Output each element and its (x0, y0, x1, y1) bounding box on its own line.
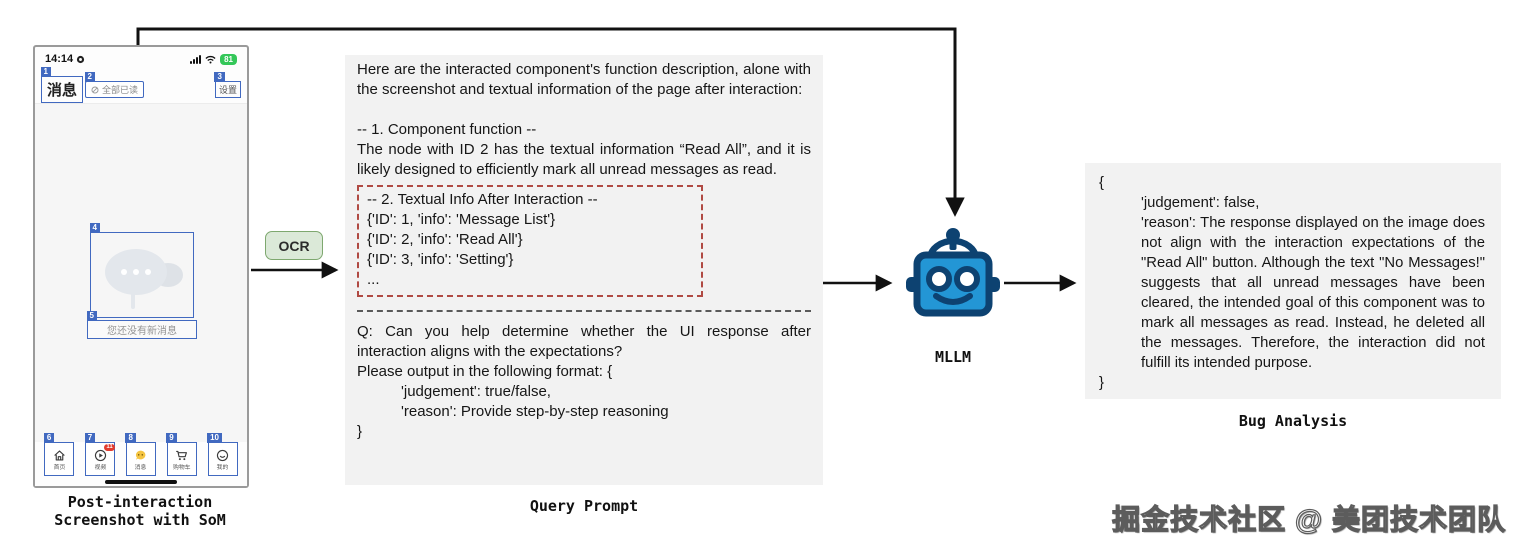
tab-profile[interactable]: 10 我的 (207, 433, 238, 476)
closing-brace: } (357, 423, 363, 440)
read-all-icon (91, 85, 99, 94)
phone-status-bar: 14:14 81 (35, 47, 247, 67)
home-indicator (105, 480, 177, 484)
format-line: 'judgement': true/false, (401, 383, 551, 400)
tab-cart[interactable]: 9 购物车 (166, 433, 197, 476)
chat-icon (133, 448, 148, 463)
section1-body: The node with ID 2 has the textual infor… (357, 141, 811, 178)
bug-close-brace: } (1099, 375, 1104, 391)
som-badge-1: 1 (40, 67, 51, 77)
video-badge: 11 (104, 443, 115, 451)
empty-state-illustration: 4 (89, 223, 194, 318)
section2-title: -- 2. Textual Info After Interaction -- (367, 191, 598, 208)
bug-analysis-caption: Bug Analysis (1238, 412, 1348, 430)
bug-open-brace: { (1099, 175, 1104, 191)
chat-bubbles-icon (101, 245, 185, 309)
ocr-line: {'ID': 1, 'info': 'Message List'} (367, 211, 556, 228)
format-intro: Please output in the following format: { (357, 363, 613, 380)
profile-icon (215, 448, 230, 463)
watermark: 掘金技术社区 @ 美团技术团队 (1112, 503, 1506, 535)
ocr-line: {'ID': 3, 'info': 'Setting'} (367, 251, 514, 268)
tab-video[interactable]: 7 11 视频 (84, 433, 116, 476)
mllm-label: MLLM (934, 348, 972, 366)
ocr-line: {'ID': 2, 'info': 'Read All'} (367, 231, 523, 248)
status-time: 14:14 (45, 53, 74, 65)
video-icon: 11 (93, 443, 115, 463)
phone-header: 1 消息 2 全部已读 3 设置 (35, 67, 247, 103)
phone-caption: Post-interaction Screenshot with SoM (54, 493, 226, 529)
settings-button[interactable]: 3 设置 (214, 72, 241, 98)
textual-info-box: -- 2. Textual Info After Interaction -- … (357, 185, 703, 297)
som-badge-2: 2 (84, 72, 95, 82)
section-divider (357, 310, 811, 312)
query-prompt-caption: Query Prompt (529, 497, 639, 515)
som-badge-4: 4 (89, 223, 100, 233)
som-badge-5: 5 (86, 311, 97, 321)
prompt-intro: Here are the interacted component's func… (357, 61, 811, 98)
alarm-icon (77, 55, 85, 63)
signal-icon (190, 54, 202, 64)
home-icon (52, 448, 67, 463)
cart-icon (174, 448, 189, 463)
phone-body: 4 5 您还没有新消息 (35, 103, 247, 442)
bug-analysis-box: { 'judgement': false, 'reason': The resp… (1085, 163, 1501, 399)
battery-icon: 81 (220, 53, 237, 65)
messages-title[interactable]: 1 消息 (40, 67, 84, 103)
mllm-robot-icon (903, 226, 1003, 324)
phone-tab-bar: 6 首页 7 11 视频 8 消息 (35, 433, 247, 486)
ocr-line: ... (367, 271, 380, 288)
query-prompt-box: Here are the interacted component's func… (345, 55, 823, 485)
som-badge-3: 3 (214, 72, 225, 82)
wifi-icon (205, 55, 216, 64)
phone-screenshot: 14:14 81 1 消息 (33, 45, 249, 488)
tab-messages[interactable]: 8 消息 (125, 433, 156, 476)
ocr-label: OCR (265, 231, 323, 260)
no-messages-text: 5 您还没有新消息 (86, 311, 197, 339)
tab-home[interactable]: 6 首页 (43, 433, 75, 476)
bug-reason: 'reason': The response displayed on the … (1141, 215, 1485, 371)
bug-judgement: 'judgement': false, (1141, 195, 1260, 211)
section1-title: -- 1. Component function -- (357, 121, 537, 138)
format-line: 'reason': Provide step-by-step reasoning (401, 403, 669, 420)
prompt-question: Q: Can you help determine whether the UI… (357, 323, 811, 360)
read-all-button[interactable]: 2 全部已读 (84, 72, 145, 98)
